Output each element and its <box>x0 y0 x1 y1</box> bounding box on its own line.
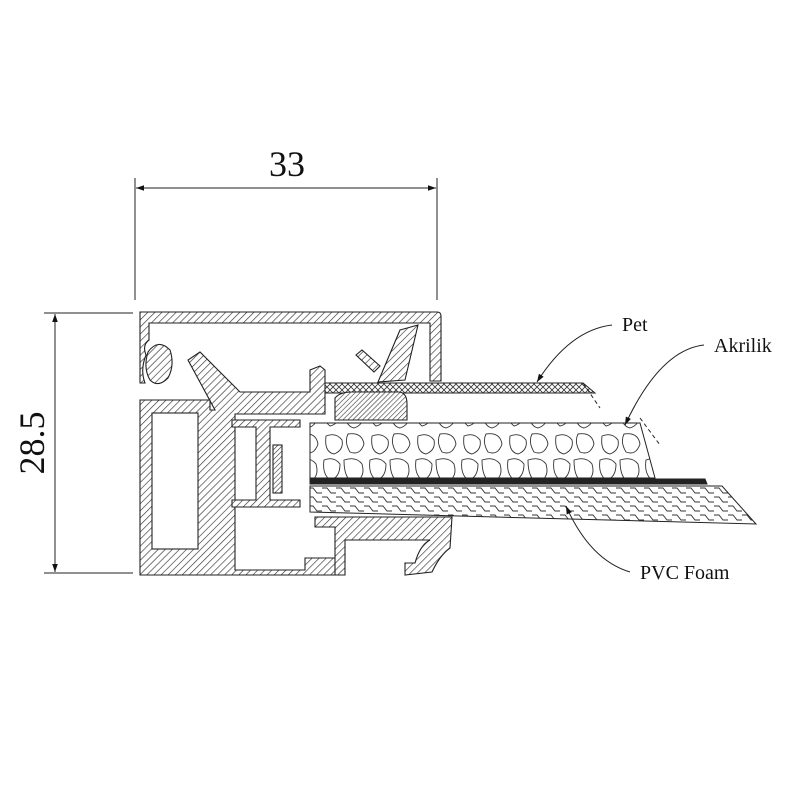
insert-strip <box>272 444 283 494</box>
panel-layers <box>309 382 758 525</box>
acrylic-layer <box>309 422 656 479</box>
callout-pvc-foam: PVC Foam <box>640 562 730 584</box>
height-label: 28.5 <box>12 412 52 475</box>
t-insert <box>231 419 301 508</box>
pvc-foam-layer <box>309 485 758 525</box>
callout-pet: Pet <box>622 314 648 336</box>
gasket-lip <box>377 324 419 383</box>
cover-cap <box>139 311 442 384</box>
film-layer <box>309 478 708 485</box>
cap-clip <box>145 343 173 385</box>
gasket-tooth <box>355 349 381 373</box>
callout-akrilik: Akrilik <box>714 335 772 357</box>
akrilik-leader <box>624 344 705 426</box>
pvc-foam-leader <box>565 505 631 573</box>
width-dimension <box>134 178 438 300</box>
break-line <box>582 382 661 446</box>
round-gasket <box>334 391 408 421</box>
width-label: 33 <box>269 144 305 184</box>
callout-leaders <box>536 324 705 573</box>
aluminium-profile <box>139 311 453 576</box>
height-dimension <box>44 312 133 574</box>
pet-leader <box>536 324 613 383</box>
body-hollow <box>151 412 199 550</box>
bottom-rail <box>314 516 453 576</box>
